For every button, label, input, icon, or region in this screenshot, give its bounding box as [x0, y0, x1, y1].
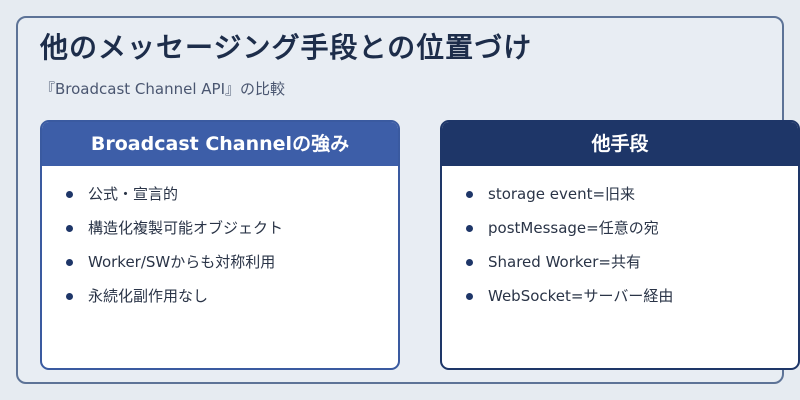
page-title: 他のメッセージング手段との位置づけ: [40, 31, 533, 64]
list-item-label: Worker/SWからも対称利用: [88, 253, 276, 271]
list-item-label: 公式・宣言的: [88, 185, 179, 203]
list-item-label: postMessage=任意の宛: [488, 219, 659, 237]
list-item-label: WebSocket=サーバー経由: [488, 287, 674, 305]
list-item: Shared Worker=共有: [442, 250, 798, 284]
bullet-icon: [66, 293, 73, 300]
strengths-list: 公式・宣言的 構造化複製可能オブジェクト Worker/SWからも対称利用 永続…: [42, 166, 398, 318]
list-item: 公式・宣言的: [42, 182, 398, 216]
list-item-label: storage event=旧来: [488, 185, 636, 203]
bullet-icon: [66, 191, 73, 198]
list-item-label: Shared Worker=共有: [488, 253, 641, 271]
list-item: postMessage=任意の宛: [442, 216, 798, 250]
list-item-label: 永続化副作用なし: [88, 287, 209, 305]
bullet-icon: [66, 225, 73, 232]
strengths-card: Broadcast Channelの強み 公式・宣言的 構造化複製可能オブジェク…: [40, 120, 400, 370]
bullet-icon: [466, 259, 473, 266]
alternatives-card-header: 他手段: [442, 122, 798, 166]
list-item: WebSocket=サーバー経由: [442, 284, 798, 318]
strengths-card-header: Broadcast Channelの強み: [42, 122, 398, 166]
list-item: 永続化副作用なし: [42, 284, 398, 318]
list-item: 構造化複製可能オブジェクト: [42, 216, 398, 250]
bullet-icon: [466, 225, 473, 232]
bullet-icon: [466, 191, 473, 198]
alternatives-list: storage event=旧来 postMessage=任意の宛 Shared…: [442, 166, 798, 318]
list-item: storage event=旧来: [442, 182, 798, 216]
list-item: Worker/SWからも対称利用: [42, 250, 398, 284]
alternatives-card: 他手段 storage event=旧来 postMessage=任意の宛 Sh…: [440, 120, 800, 370]
bullet-icon: [466, 293, 473, 300]
bullet-icon: [66, 259, 73, 266]
list-item-label: 構造化複製可能オブジェクト: [88, 219, 284, 237]
page-subtitle: 『Broadcast Channel API』の比較: [40, 80, 286, 98]
